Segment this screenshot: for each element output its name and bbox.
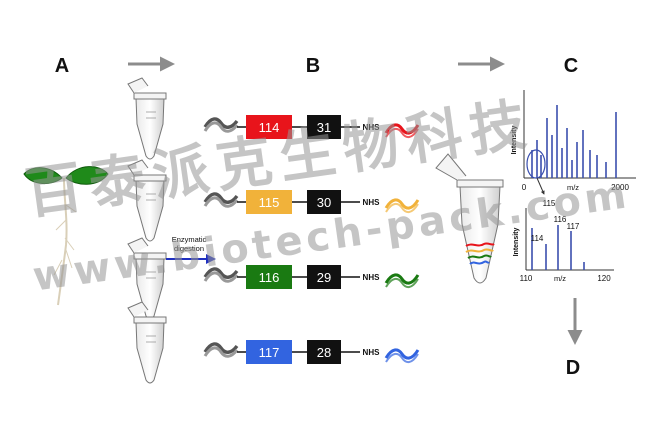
labeled-peptide-icon: [384, 273, 420, 285]
reporter-box: [246, 265, 292, 289]
spectrum-top-xlabel: m/z: [567, 183, 579, 192]
ms-spectrum-reporter: Intensity m/z 110 120 114 116 117: [513, 208, 614, 283]
spectrum-bottom-xmin: 110: [520, 274, 533, 283]
spectrum-top-xmin: 0: [522, 183, 527, 192]
balancer-box: [307, 340, 341, 364]
seedling-icon: [23, 166, 109, 306]
spectrum-top-xmax: 2000: [611, 183, 629, 192]
reporter-label: 114: [259, 120, 280, 135]
reporter-box: [246, 190, 292, 214]
nhs-label: NHS: [363, 198, 381, 207]
balancer-box: [307, 115, 341, 139]
peak-label-117: 117: [567, 222, 580, 231]
tag-row: 115 30 NHS: [203, 190, 420, 214]
balancer-box: [307, 190, 341, 214]
labeled-peptide-icon: [384, 198, 420, 210]
nhs-label: NHS: [363, 348, 381, 357]
panel-label-c: C: [564, 55, 578, 77]
panel-label-d: D: [566, 357, 580, 379]
peak-label-116: 116: [554, 215, 567, 224]
pooled-tube-icon: [435, 153, 504, 284]
sample-tube-icon: [127, 77, 167, 160]
tag-row: 116 29 NHS: [203, 265, 420, 289]
balancer-label: 28: [317, 345, 331, 360]
spectrum-top-ylabel: Intensity: [511, 126, 518, 155]
labeled-peptide-icon: [384, 348, 420, 360]
reporter-box: [246, 340, 292, 364]
spectrum-bottom-ylabel: Intensity: [513, 228, 520, 257]
labeled-peptide-icon: [384, 123, 420, 135]
ms-spectrum-full: Intensity m/z 0 2000 115: [511, 90, 636, 208]
nhs-label: NHS: [363, 123, 381, 132]
reporter-label: 117: [259, 345, 280, 360]
sample-tube-icon: [127, 159, 167, 242]
digestion-label: digestion: [174, 244, 204, 253]
peak-label-114: 114: [531, 234, 544, 243]
reporter-label: 115: [259, 195, 280, 210]
reporter-label: 116: [259, 270, 280, 285]
peptide-icon: [203, 342, 239, 358]
panel-label-b: B: [306, 55, 320, 77]
peptide-icon: [203, 267, 239, 283]
peptide-icon: [203, 192, 239, 208]
spectrum-bottom-xlabel: m/z: [554, 274, 566, 283]
peptide-icon: [203, 117, 239, 133]
tag-row: 117 28 NHS: [203, 340, 420, 364]
tag-row: 114 31 NHS: [203, 115, 420, 139]
balancer-box: [307, 265, 341, 289]
spectrum-top-callout: 115: [543, 199, 556, 208]
balancer-label: 31: [317, 120, 331, 135]
reporter-box: [246, 115, 292, 139]
digestion-label: Enzymatic: [172, 235, 207, 244]
panel-label-a: A: [55, 55, 69, 77]
nhs-label: NHS: [363, 273, 381, 282]
spectrum-bottom-xmax: 120: [597, 274, 611, 283]
balancer-label: 29: [317, 270, 331, 285]
balancer-label: 30: [317, 195, 331, 210]
